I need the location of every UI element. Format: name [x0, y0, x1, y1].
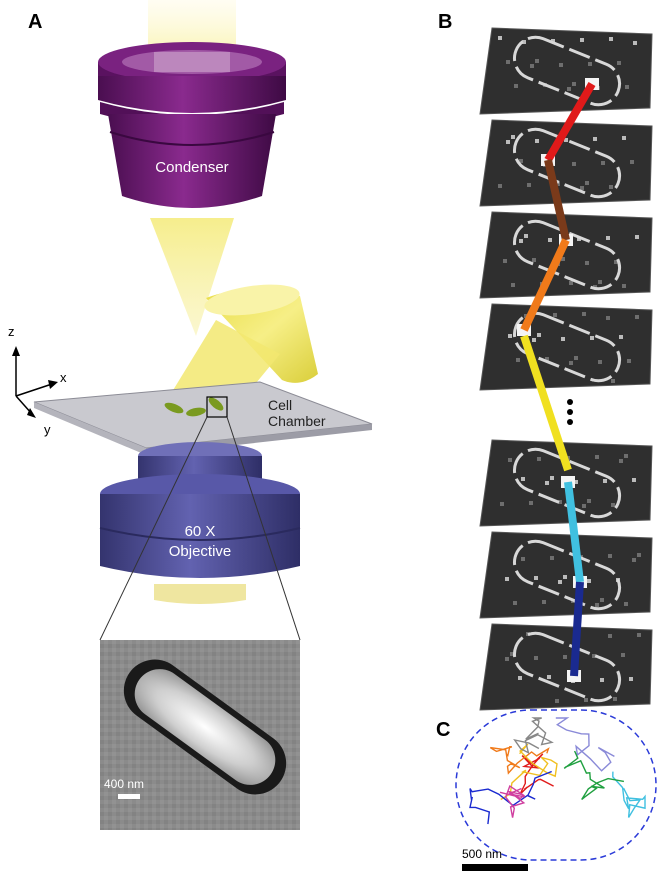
axis-x-label: x	[60, 370, 67, 385]
trajectory-path	[499, 785, 526, 818]
objective-label-line2: Objective	[169, 543, 232, 560]
frame	[479, 623, 653, 711]
frame-link	[544, 81, 596, 163]
trajectory-path	[500, 743, 558, 801]
frame	[479, 119, 653, 207]
panel-label-a: A	[28, 11, 42, 33]
frame	[479, 303, 653, 391]
frame-link-gap	[520, 334, 572, 472]
cell-outline	[455, 709, 657, 861]
trajectory-path	[513, 717, 554, 755]
inset-cell-image: 400 nm	[100, 640, 300, 830]
axis-y-label: y	[44, 422, 51, 437]
ellipsis-dot	[567, 419, 573, 425]
frame-link	[564, 481, 584, 583]
condenser-label: Condenser	[155, 159, 228, 176]
frame-link	[520, 238, 570, 332]
ellipsis-dot	[567, 409, 573, 415]
axis-indicator: z x y	[8, 324, 67, 437]
axis-z-label: z	[8, 324, 15, 339]
panel-label-b: B	[438, 11, 452, 33]
frame	[479, 531, 653, 619]
illumination-cone	[150, 218, 234, 336]
trajectory-paths	[469, 717, 646, 825]
frame-link	[544, 159, 570, 241]
trajectory-path	[489, 745, 550, 775]
chamber-label-line1: Cell	[268, 397, 292, 413]
trajectory-scalebar	[462, 864, 528, 871]
inset-scalebar	[118, 794, 140, 799]
frame-stack	[479, 27, 653, 711]
inset-scalebar-label: 400 nm	[104, 777, 144, 791]
frame	[479, 211, 653, 299]
trajectory-path	[612, 771, 646, 818]
zoom-line-right	[226, 416, 301, 641]
trajectory-path	[519, 753, 554, 795]
panel-label-c: C	[436, 719, 450, 741]
trajectory-scalebar-label: 500 nm	[462, 847, 502, 861]
frame-link	[570, 581, 584, 677]
objective: 60 X Objective	[99, 442, 301, 604]
zoom-line-left	[99, 416, 208, 641]
trajectory-path	[555, 717, 615, 772]
cell-chamber: Cell Chamber	[33, 381, 373, 455]
frame	[479, 27, 653, 115]
trajectory-path	[563, 750, 625, 801]
trajectory-path	[469, 770, 552, 825]
condenser: Condenser	[98, 42, 286, 208]
objective-label-line1: 60 X	[185, 523, 216, 540]
trajectory-plot: 500 nm	[455, 709, 657, 871]
ellipsis-dot	[567, 399, 573, 405]
chamber-label-line2: Chamber	[268, 413, 326, 429]
